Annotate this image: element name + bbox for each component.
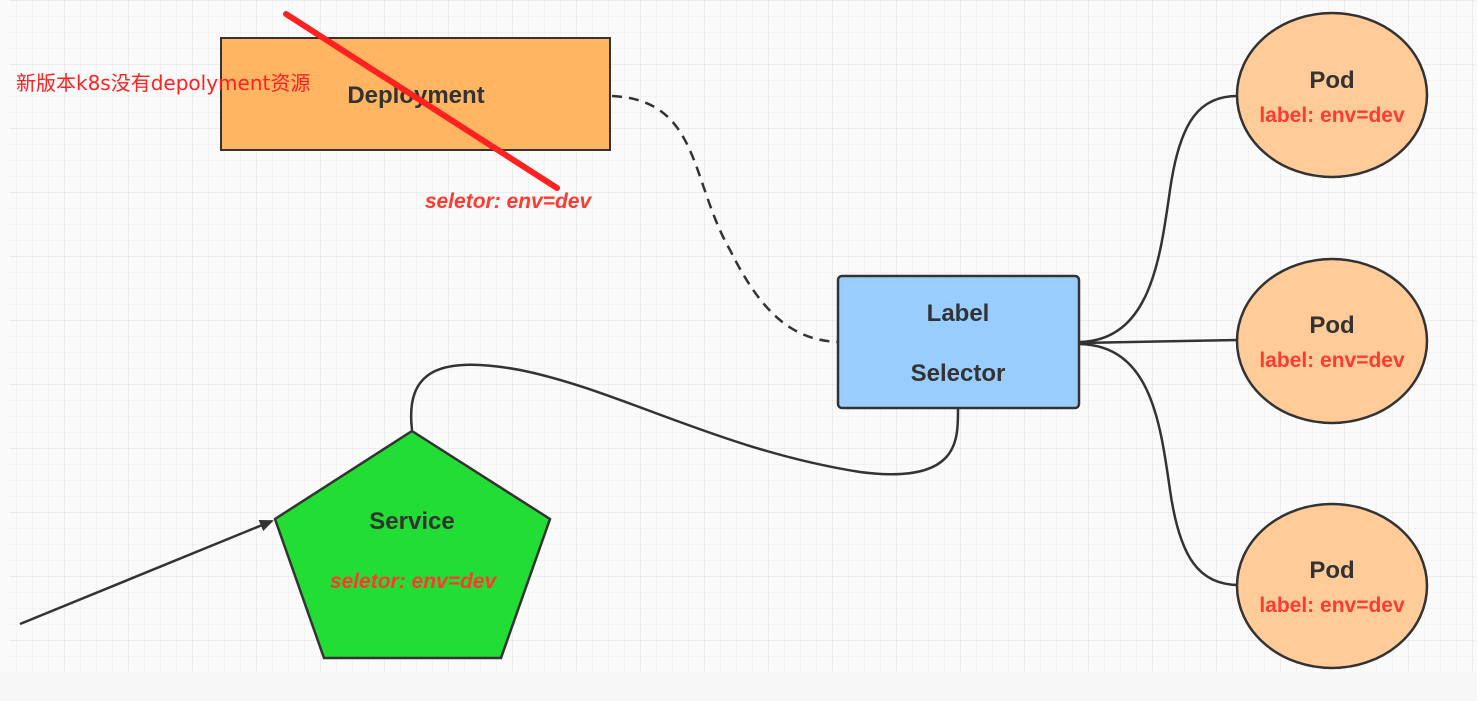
selector-to-pod-3-connector: [1079, 342, 1239, 587]
pod-node-1[interactable]: Pod label: env=dev: [1235, 11, 1429, 179]
service-node[interactable]: Service seletor: env=dev: [273, 429, 552, 660]
label-selector-line1: Label: [927, 300, 990, 327]
annotation-note: 新版本k8s没有depolyment资源: [16, 71, 310, 95]
deployment-selector: seletor: env=dev: [425, 190, 593, 213]
pod-title: Pod: [1309, 67, 1354, 94]
pod-ellipse: [1235, 11, 1429, 179]
pod-ellipse: [1235, 502, 1429, 670]
bottom-margin: [0, 672, 1477, 701]
pod-label: label: env=dev: [1259, 349, 1405, 372]
pod-node-2[interactable]: Pod label: env=dev: [1235, 257, 1429, 425]
incoming-traffic-arrow: [19, 519, 274, 626]
service-selector: seletor: env=dev: [330, 570, 498, 593]
pod-title: Pod: [1309, 312, 1354, 339]
selector-to-pod-1-connector: [1079, 94, 1239, 344]
strike-through-line: [283, 11, 560, 191]
label-selector-line2: Selector: [911, 360, 1006, 387]
pod-title: Pod: [1309, 557, 1354, 584]
pod-ellipse: [1235, 257, 1429, 425]
pod-node-3[interactable]: Pod label: env=dev: [1235, 502, 1429, 670]
service-to-selector-connector: [409, 363, 960, 476]
service-pentagon: [273, 429, 552, 660]
pod-label: label: env=dev: [1259, 594, 1405, 617]
pod-label: label: env=dev: [1259, 104, 1405, 127]
label-selector-node[interactable]: Label Selector: [836, 274, 1081, 410]
label-selector-box: [836, 274, 1081, 410]
service-title: Service: [369, 508, 454, 535]
selector-to-pod-2-connector: [1079, 338, 1239, 345]
deployment-to-selector-dashed-connector: [611, 94, 839, 344]
